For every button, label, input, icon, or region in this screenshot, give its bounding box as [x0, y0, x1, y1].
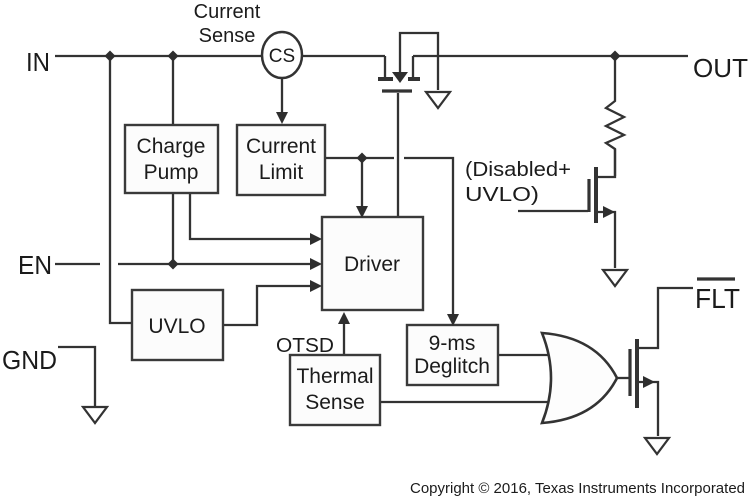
uvlo-label: UVLO	[148, 315, 205, 338]
current-limit-label-line2: Limit	[259, 161, 304, 184]
or-gate	[540, 331, 619, 425]
gnd-lead-wire	[58, 345, 97, 406]
copyright-text: Copyright © 2016, Texas Instruments Inco…	[410, 480, 745, 497]
arrow-into-driver-top	[356, 206, 368, 218]
fault-fet-source-wire	[639, 380, 660, 436]
charge-pump-block	[123, 123, 220, 195]
arrow-into-deglitch	[447, 314, 459, 326]
pin-label-en: EN	[18, 250, 52, 280]
in-to-uvlo-wire	[108, 56, 131, 325]
junction-dot	[167, 258, 179, 270]
junction-dot	[167, 50, 179, 62]
cs-bubble-label: CS	[269, 46, 295, 67]
thermal-sense-block	[288, 353, 382, 427]
deglitch-label-line1: 9-ms	[429, 332, 476, 355]
discharge-fet-drain-wire	[597, 149, 617, 179]
pin-label-flt: FLT	[695, 283, 740, 314]
arrowheads	[276, 72, 655, 388]
charge-pump-label-line1: Charge	[137, 135, 206, 158]
junction-dots	[104, 50, 621, 270]
current-sense-label-line1: Current	[194, 1, 261, 23]
junction-dot	[609, 50, 621, 62]
junction-dot	[356, 152, 368, 164]
ground-symbol-top	[423, 90, 453, 110]
arrow-otsd-into-driver	[338, 312, 350, 324]
thermal-sense-label-line1: Thermal	[296, 365, 373, 388]
deglitch-label-line2: Deglitch	[414, 355, 490, 378]
current-sense-bubble	[260, 30, 304, 80]
discharge-fet-source-wire	[597, 210, 617, 268]
pass-fet-body-arrow	[392, 72, 408, 83]
arrow-en-into-driver	[310, 258, 322, 270]
junction-dot	[104, 50, 116, 62]
fault-fet-drain-wire	[639, 286, 693, 350]
arrow-cs-to-current-limit	[276, 112, 288, 124]
current-limit-block	[235, 123, 327, 197]
uvlo-block	[130, 288, 225, 362]
disabled-uvlo-label-line2: UVLO)	[465, 184, 539, 206]
arrow-uvlo-into-driver	[310, 280, 322, 292]
current-sense-label-line2: Sense	[199, 25, 256, 47]
disabled-uvlo-label-line1: (Disabled+	[465, 159, 571, 181]
fault-fet-source-arrow	[643, 376, 655, 388]
driver-label: Driver	[344, 253, 400, 276]
pin-label-gnd: GND	[2, 345, 57, 375]
ground-symbol-discharge	[600, 268, 630, 288]
deglitch-block	[405, 323, 500, 387]
pin-label-in: IN	[26, 47, 50, 77]
thermal-sense-label-line2: Sense	[305, 391, 365, 414]
discharge-fet-source-arrow	[603, 206, 615, 218]
transistor-symbols	[378, 77, 639, 408]
ground-symbol-fault	[642, 436, 672, 456]
pin-label-out: OUT	[693, 53, 748, 83]
wires	[55, 31, 735, 436]
pass-fet-body-loop-wire	[398, 31, 440, 90]
ground-symbol-gnd-pin	[80, 405, 110, 425]
charge-pump-to-driver-wire	[188, 193, 311, 241]
output-resistor	[603, 56, 627, 176]
arrow-charge-pump-into-driver	[310, 233, 322, 245]
driver-block	[320, 215, 425, 312]
otsd-label: OTSD	[276, 335, 334, 357]
charge-pump-label-line2: Pump	[144, 161, 199, 184]
uvlo-to-driver-wire	[223, 284, 311, 327]
current-limit-label-line1: Current	[246, 135, 316, 158]
